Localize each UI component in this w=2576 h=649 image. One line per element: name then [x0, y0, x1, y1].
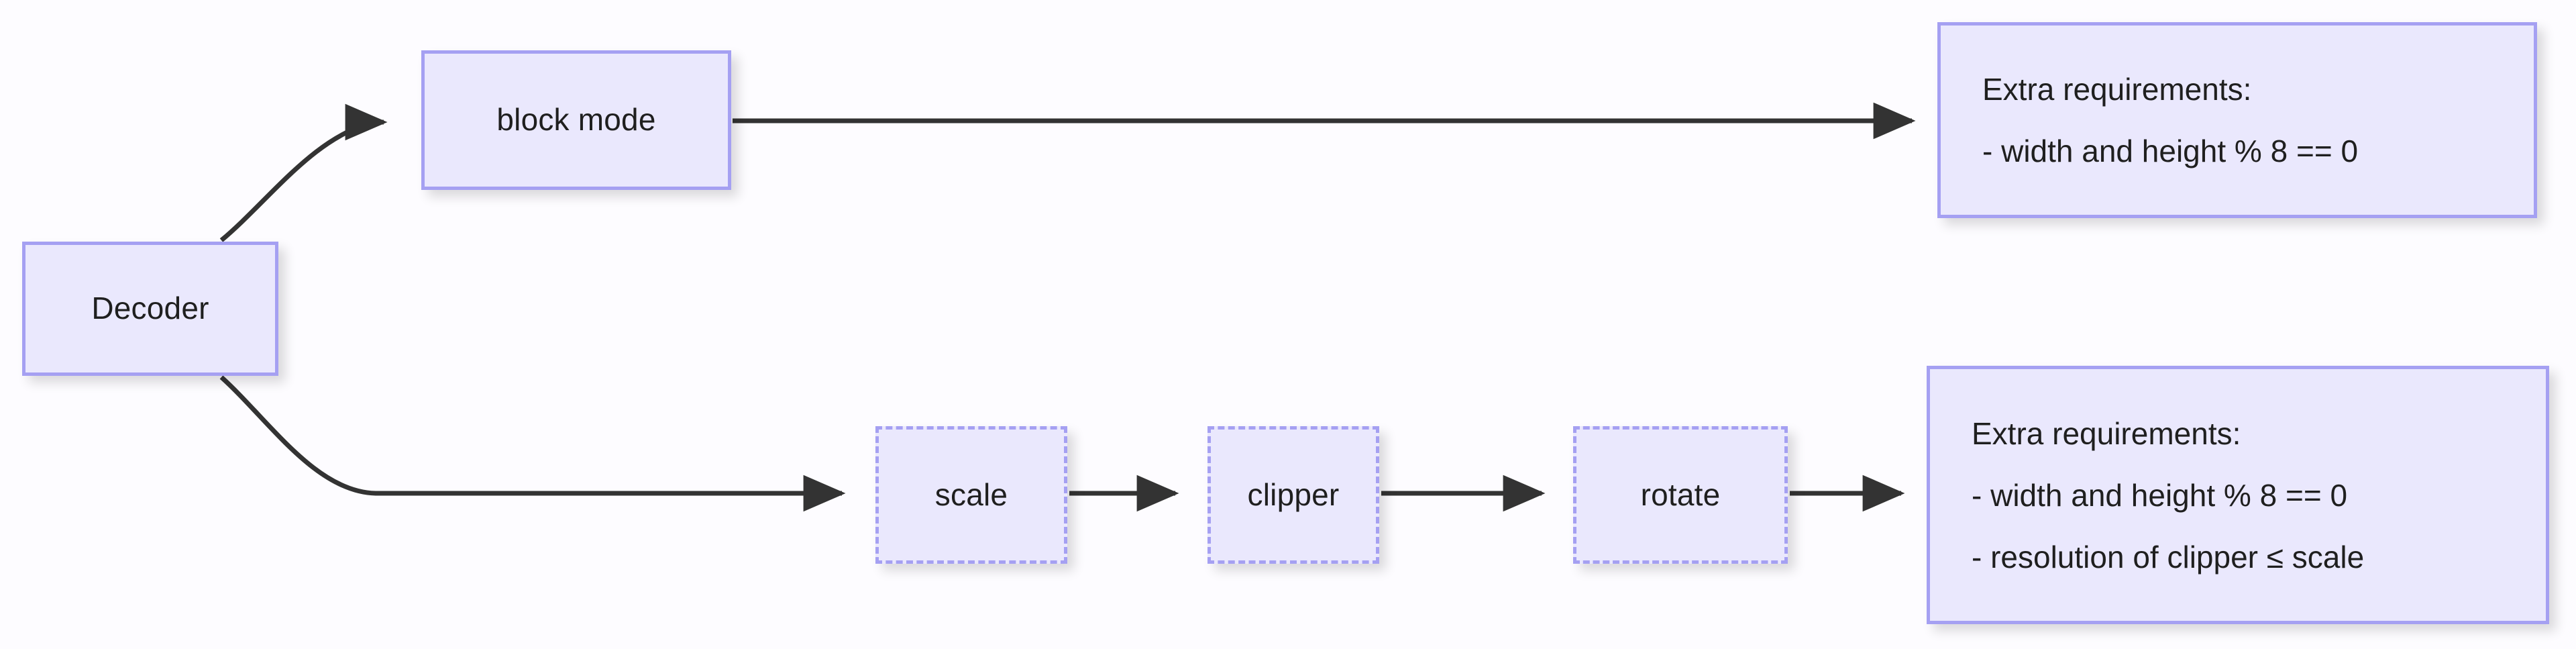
note-top-line-1: Extra requirements:: [1982, 72, 2252, 107]
note-top-extra-requirements[interactable]: Extra requirements: - width and height %…: [1937, 22, 2537, 218]
node-clipper-label: clipper: [1247, 477, 1340, 512]
edge-decoder-to-block-mode: [219, 103, 388, 242]
node-scale-label: scale: [934, 477, 1008, 512]
node-rotate[interactable]: rotate: [1573, 426, 1788, 564]
node-clipper[interactable]: clipper: [1208, 426, 1379, 564]
node-rotate-label: rotate: [1640, 477, 1721, 512]
note-bottom-line-2: - width and height % 8 == 0: [1972, 477, 2348, 513]
note-top-line-2: - width and height % 8 == 0: [1982, 134, 2359, 168]
node-decoder-label: Decoder: [91, 291, 209, 326]
node-decoder[interactable]: Decoder: [22, 242, 278, 376]
node-scale[interactable]: scale: [875, 426, 1067, 564]
node-block-mode[interactable]: block mode: [421, 50, 731, 190]
note-bottom-extra-requirements[interactable]: Extra requirements: - width and height %…: [1927, 366, 2549, 624]
edge-decoder-to-scale: [219, 375, 846, 512]
note-bottom-line-3: - resolution of clipper ≤ scale: [1972, 539, 2365, 575]
note-bottom-line-1: Extra requirements:: [1972, 415, 2241, 451]
node-block-mode-label: block mode: [496, 102, 656, 138]
